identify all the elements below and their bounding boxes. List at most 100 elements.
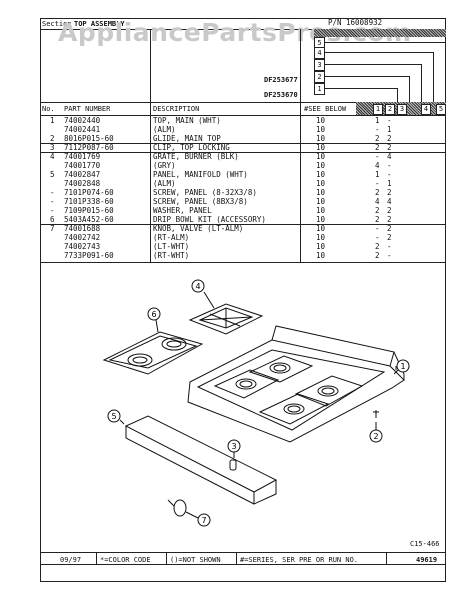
row-part-number: 74002440 xyxy=(64,116,101,125)
row-qty: 10 xyxy=(316,206,326,215)
row-series-1: 4 xyxy=(375,197,380,206)
row-series-2: 2 xyxy=(387,143,392,152)
footer-page: 49619 xyxy=(416,556,438,564)
row-series-2: 2 xyxy=(387,233,392,242)
row-series-1: 2 xyxy=(375,188,380,197)
row-series-2: - xyxy=(387,116,392,125)
row-no: 1 xyxy=(50,116,55,125)
callout-5: 5 xyxy=(107,409,121,423)
row-description: (LT-WHT) xyxy=(153,242,190,251)
row-series-1: - xyxy=(375,152,380,161)
row-series-2: - xyxy=(387,251,392,260)
callout-2-label: 2 xyxy=(373,432,378,441)
row-part-number: 74002847 xyxy=(64,170,101,179)
row-description: SCREW, PANEL (8-32X3/8) xyxy=(153,188,257,197)
pn-label: P/N xyxy=(328,18,342,27)
row-series-1: 2 xyxy=(375,134,380,143)
figure-code: C15-466 xyxy=(410,540,440,548)
row-qty: 10 xyxy=(316,224,326,233)
series-col-2: 2 xyxy=(385,104,395,115)
series-col-4: 4 xyxy=(421,104,431,115)
row-qty: 10 xyxy=(316,134,326,143)
callout-3: 3 xyxy=(227,439,241,453)
row-series-1: 1 xyxy=(375,170,380,179)
callout-7: 7 xyxy=(197,513,211,527)
row-series-2: 2 xyxy=(387,134,392,143)
row-part-number: 5403A452-60 xyxy=(64,215,114,224)
model-a: DF253677 xyxy=(264,76,298,84)
callout-2: 2 xyxy=(369,429,383,443)
row-description: SCREW, PANEL (8BX3/8) xyxy=(153,197,248,206)
callout-1-label: 1 xyxy=(400,362,405,371)
pn-value: 16008932 xyxy=(346,18,383,27)
row-series-1: 4 xyxy=(375,161,380,170)
main-top-shape xyxy=(187,339,405,443)
row-part-number: 8016P015-60 xyxy=(64,134,114,143)
row-description: TOP, MAIN (WHT) xyxy=(153,116,221,125)
row-description: (GRY) xyxy=(153,161,176,170)
row-description: (RT-ALM) xyxy=(153,233,190,242)
row-series-1: - xyxy=(375,233,380,242)
row-description: GRATE, BURNER (BLK) xyxy=(153,152,239,161)
row-qty: 10 xyxy=(316,242,326,251)
row-qty: 10 xyxy=(316,179,326,188)
row-series-2: 2 xyxy=(387,188,392,197)
row-series-1: 2 xyxy=(375,215,380,224)
col-part-number: PART NUMBER xyxy=(64,105,111,113)
footer-not-shown: ()=NOT SHOWN xyxy=(170,556,221,564)
footer-date: 09/97 xyxy=(60,556,82,564)
row-part-number: 7733P091-60 xyxy=(64,251,114,260)
row-part-number: 74002441 xyxy=(64,125,101,134)
row-qty: 10 xyxy=(316,233,326,242)
row-no: 5 xyxy=(50,170,55,179)
row-series-2: - xyxy=(387,170,392,179)
row-qty: 10 xyxy=(316,215,326,224)
callout-4: 4 xyxy=(191,279,205,293)
row-part-number: 74002848 xyxy=(64,179,101,188)
hatch-strip xyxy=(314,29,446,37)
row-series-2: 2 xyxy=(387,206,392,215)
row-series-1: 2 xyxy=(375,242,380,251)
row-series-1: 2 xyxy=(375,251,380,260)
callout-7-label: 7 xyxy=(201,516,206,525)
row-description: (ALM) xyxy=(153,179,176,188)
row-series-2: 4 xyxy=(387,197,392,206)
row-series-2: 4 xyxy=(387,152,392,161)
row-description: DRIP BOWL KIT (ACCESSORY) xyxy=(153,215,266,224)
row-qty: 10 xyxy=(316,197,326,206)
series-col-5: 5 xyxy=(436,104,446,115)
series-col-1: 1 xyxy=(373,104,383,115)
row-part-number: 74002742 xyxy=(64,233,101,242)
callout-1: 1 xyxy=(396,359,410,373)
footer-color-code: *=COLOR CODE xyxy=(100,556,151,564)
callout-5-label: 5 xyxy=(111,412,116,421)
row-series-1: - xyxy=(375,179,380,188)
section-label: Section xyxy=(42,20,72,28)
row-part-number: 7101P338-60 xyxy=(64,197,114,206)
row-series-1: 1 xyxy=(375,116,380,125)
row-qty: 10 xyxy=(316,143,326,152)
section-name: TOP ASSEMBLY xyxy=(74,20,125,28)
row-no: 2 xyxy=(50,134,55,143)
row-series-2: 1 xyxy=(387,179,392,188)
row-no: 7 xyxy=(50,224,55,233)
row-series-2: 2 xyxy=(387,224,392,233)
row-no: - xyxy=(50,188,55,197)
page-frame xyxy=(40,18,446,582)
col-see-below: #SEE BELOW xyxy=(304,105,347,113)
row-qty: 10 xyxy=(316,251,326,260)
footer-series-note: #=SERIES, SER PRE OR RUN NO. xyxy=(240,556,359,564)
series-col-3: 3 xyxy=(397,104,407,115)
row-description: GLIDE, MAIN TOP xyxy=(153,134,221,143)
row-qty: 10 xyxy=(316,188,326,197)
row-part-number: 74002743 xyxy=(64,242,101,251)
series-box-3: 3 xyxy=(314,59,325,71)
row-no: 6 xyxy=(50,215,55,224)
row-description: (ALM) xyxy=(153,125,176,134)
row-part-number: 7112P087-60 xyxy=(64,143,114,152)
row-series-1: - xyxy=(375,224,380,233)
row-no: - xyxy=(50,206,55,215)
row-part-number: 7101P074-60 xyxy=(64,188,114,197)
row-series-1: 2 xyxy=(375,206,380,215)
